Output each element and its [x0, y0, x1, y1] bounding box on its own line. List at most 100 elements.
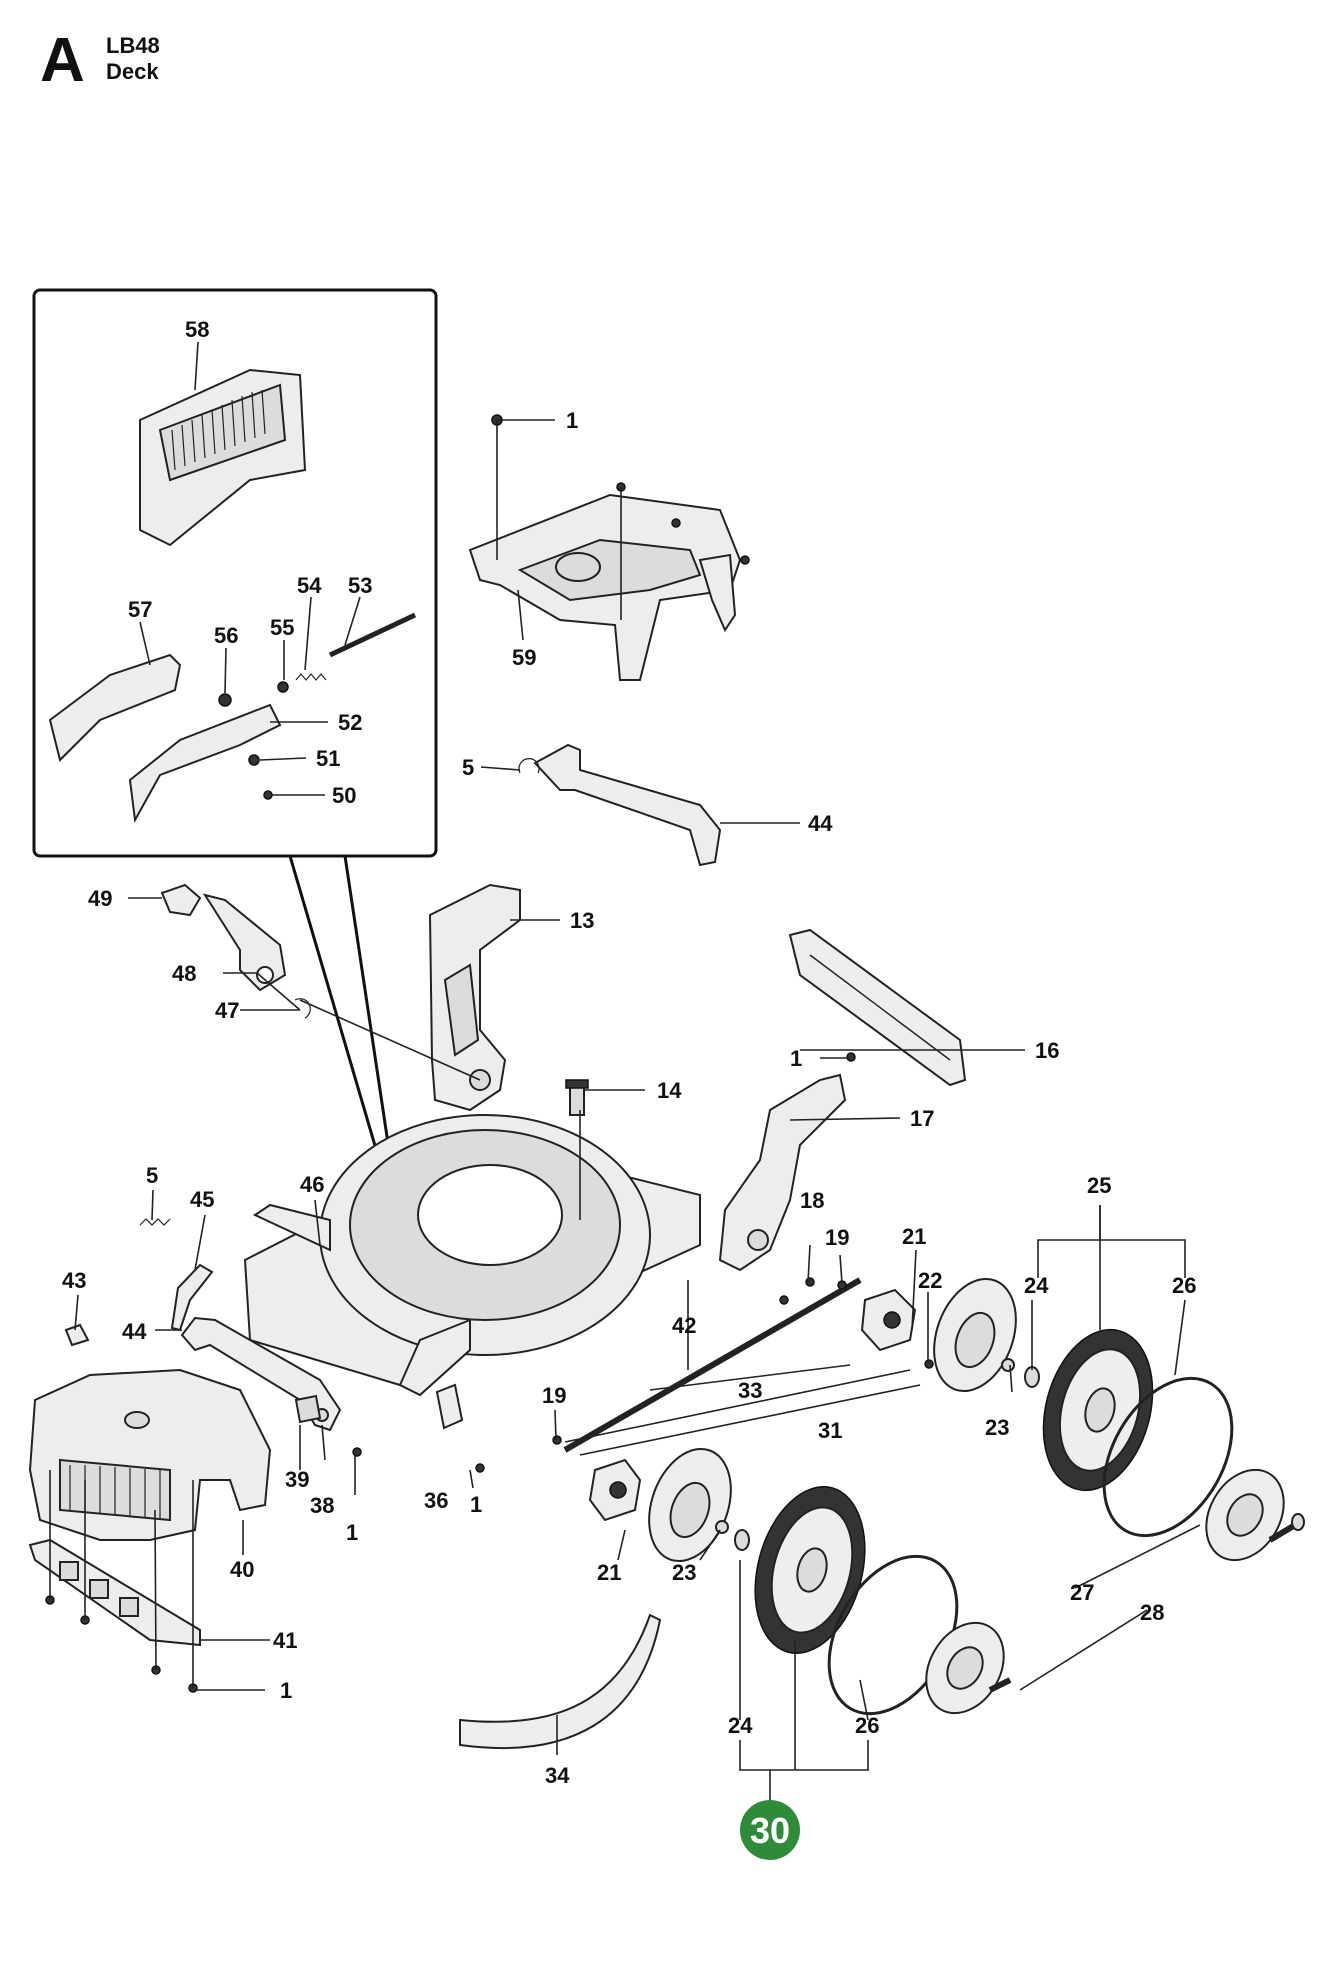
callout-1: 1: [790, 1046, 802, 1071]
part-49-knob: [160, 883, 202, 917]
part-52-bracket: [128, 703, 282, 824]
callout-42: 42: [672, 1313, 696, 1338]
part-43-clip: [64, 1323, 90, 1347]
part-44-rear-bar: [533, 743, 722, 867]
callout-39: 39: [285, 1467, 309, 1492]
callout-21: 21: [902, 1224, 926, 1249]
callout-17: 17: [910, 1106, 934, 1131]
part-45-spring-guard: [170, 1263, 214, 1332]
part-57-side-cover: [48, 653, 182, 762]
callout-31: 31: [818, 1418, 842, 1443]
callout-23: 23: [672, 1560, 696, 1585]
part-14-valve: [565, 1079, 589, 1116]
diagram-title: Deck: [106, 59, 159, 84]
part-28-bolt: [988, 1677, 1012, 1693]
callout-21: 21: [597, 1560, 621, 1585]
callout-5: 5: [146, 1163, 158, 1188]
part-34-strip: [459, 1613, 662, 1749]
callout-46: 46: [300, 1172, 324, 1197]
callout-19: 19: [825, 1225, 849, 1250]
callout-14: 14: [657, 1078, 682, 1103]
callout-18: 18: [800, 1188, 824, 1213]
part-5-spring: [139, 1218, 171, 1226]
callout-26: 26: [855, 1713, 879, 1738]
callout-59: 59: [512, 645, 536, 670]
callout-25: 25: [1087, 1173, 1111, 1198]
part-42-axle: [563, 1277, 862, 1453]
part-13-handle-bracket: [428, 883, 521, 1112]
part-21-wheel-bracket: [588, 1458, 642, 1522]
callout-43: 43: [62, 1268, 86, 1293]
callout-27: 27: [1070, 1580, 1094, 1605]
callout-labels: 58 57 56 55 54 53 52 51 50 1 59 5 44 49 …: [62, 317, 1196, 1788]
callout-34: 34: [545, 1763, 570, 1788]
callout-19: 19: [542, 1383, 566, 1408]
part-39-block: [294, 1394, 322, 1424]
part-54-spring: [295, 673, 327, 681]
callout-47: 47: [215, 998, 239, 1023]
inset-pointer-line: [343, 855, 397, 1191]
part-53-rod: [328, 612, 417, 658]
callout-53: 53: [348, 573, 372, 598]
part-41-front-plate: [28, 1538, 201, 1647]
callout-54: 54: [297, 573, 322, 598]
callout-48: 48: [172, 961, 196, 986]
callout-51: 51: [316, 746, 340, 771]
inset-pointer-line: [288, 855, 390, 1191]
part-56-nut: [218, 693, 232, 707]
section-letter: A: [40, 26, 85, 95]
callout-40: 40: [230, 1557, 254, 1582]
callout-1: 1: [280, 1678, 292, 1703]
callout-57: 57: [128, 597, 152, 622]
callout-1: 1: [566, 408, 578, 433]
callout-1: 1: [470, 1492, 482, 1517]
callout-1: 1: [346, 1520, 358, 1545]
callout-24: 24: [728, 1713, 753, 1738]
callout-55: 55: [270, 615, 294, 640]
callout-26: 26: [1172, 1273, 1196, 1298]
callout-36: 36: [424, 1488, 448, 1513]
part-40-front-cover: [28, 1368, 272, 1541]
callout-24: 24: [1024, 1273, 1049, 1298]
part-21-wheel-bracket: [860, 1288, 917, 1352]
callout-45: 45: [190, 1187, 214, 1212]
part-48-lever: [202, 893, 287, 992]
part-27-hub-cap: [925, 1621, 1005, 1715]
part-25-wheel: [1042, 1328, 1154, 1492]
callout-33: 33: [738, 1378, 762, 1403]
page-header: A LB48 Deck: [40, 30, 340, 110]
callout-58: 58: [185, 317, 209, 342]
callout-22: 22: [918, 1268, 942, 1293]
callout-41: 41: [273, 1628, 297, 1653]
callout-28: 28: [1140, 1600, 1164, 1625]
part-17-handle-bracket: [718, 1073, 847, 1272]
page-number: 30: [750, 1810, 790, 1851]
part-30-wheel: [754, 1486, 866, 1654]
part-36-bracket: [435, 1383, 464, 1430]
callout-49: 49: [88, 886, 112, 911]
part-50-screw: [263, 790, 273, 800]
callout-16: 16: [1035, 1038, 1059, 1063]
callout-52: 52: [338, 710, 362, 735]
callout-50: 50: [332, 783, 356, 808]
part-46-deck: [243, 1114, 701, 1397]
part-58-cover: [139, 368, 307, 547]
part-59-top-cover: [468, 493, 742, 681]
part-28-bolt: [1268, 1513, 1305, 1543]
model-name: LB48: [106, 33, 160, 58]
part-16-rear-bracket: [788, 928, 967, 1087]
part-26-tire-ring: [1102, 1376, 1234, 1538]
part-27-hub-cap: [1205, 1468, 1285, 1562]
inset-box: [32, 288, 438, 858]
page-badge-circle: [740, 1800, 800, 1860]
callout-44: 44: [122, 1319, 147, 1344]
callout-5: 5: [462, 755, 474, 780]
callout-23: 23: [985, 1415, 1009, 1440]
part-51-washer: [248, 754, 260, 766]
callout-13: 13: [570, 908, 594, 933]
callout-56: 56: [214, 623, 238, 648]
callout-38: 38: [310, 1493, 334, 1518]
page-number-badge: 30: [740, 1800, 800, 1860]
part-55-pin: [277, 681, 289, 693]
